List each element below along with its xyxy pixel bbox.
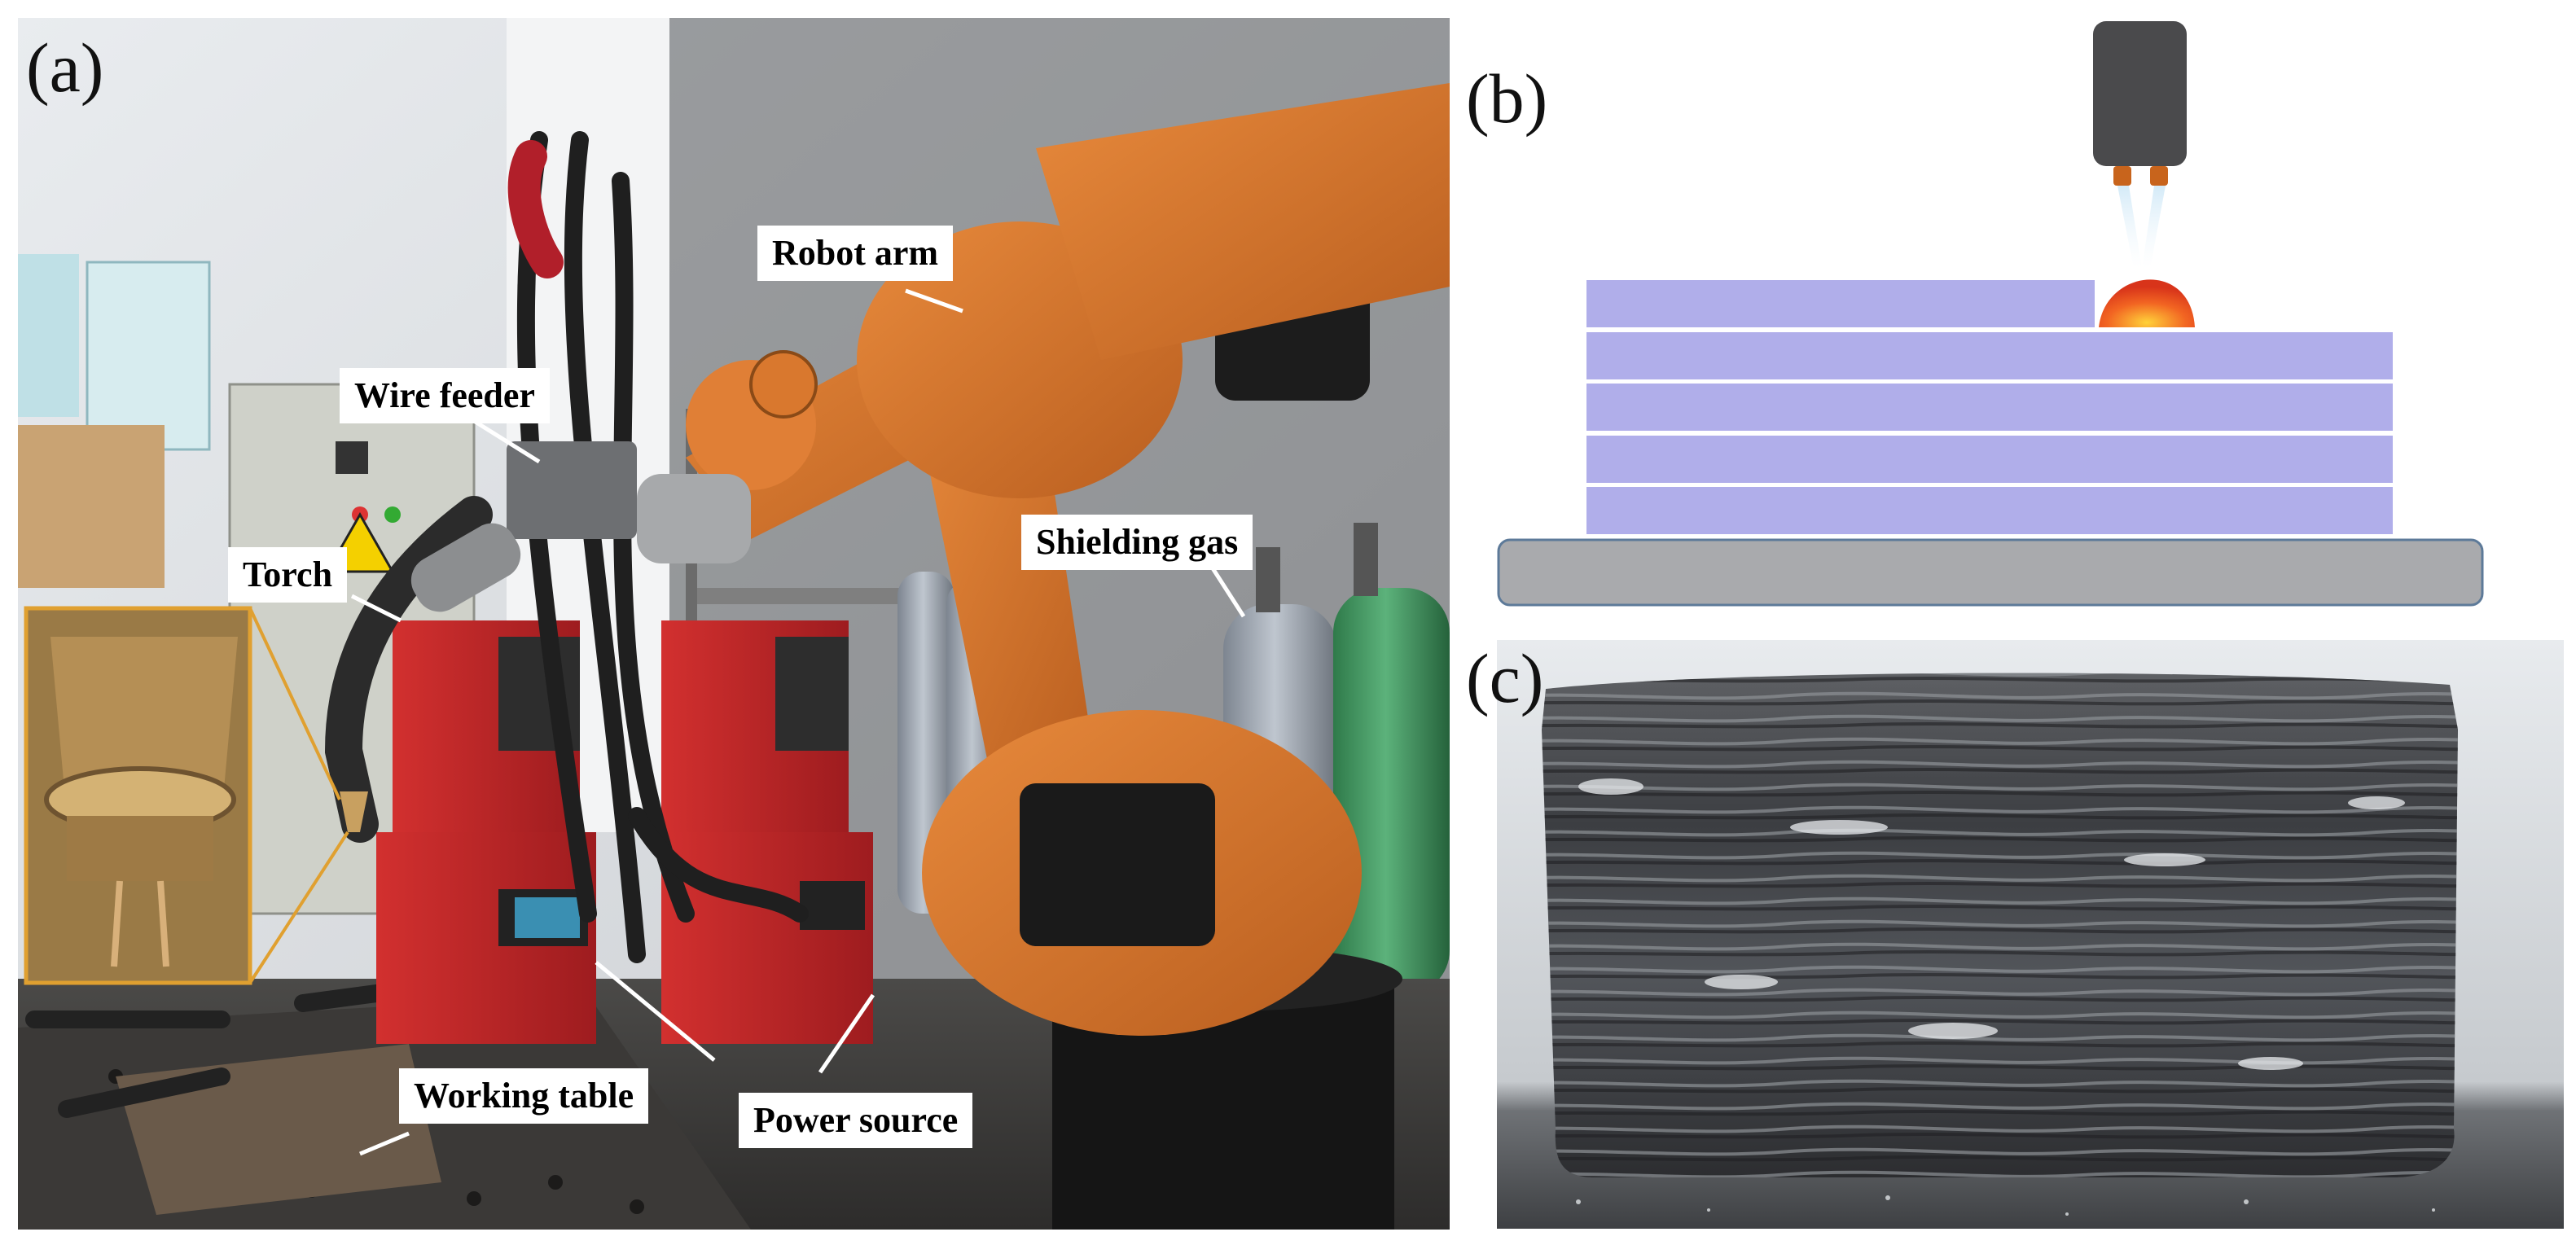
substrate-plate xyxy=(1497,538,2484,607)
layer-4 xyxy=(1586,332,2393,379)
layer-2 xyxy=(1586,436,2393,483)
robot-cell-scene xyxy=(18,18,1450,1230)
callout-shielding-gas: Shielding gas xyxy=(1021,515,1253,571)
panel-a-photo: (a) Robot arm Wire feeder Torch Shieldin… xyxy=(18,18,1450,1230)
callout-power-source: Power source xyxy=(739,1093,973,1149)
callout-working-table: Working table xyxy=(399,1068,649,1124)
panel-c-label: (c) xyxy=(1466,639,1544,717)
torch-nozzle-right xyxy=(2150,166,2168,186)
layer-1 xyxy=(1586,487,2393,534)
callout-robot-arm: Robot arm xyxy=(757,226,954,282)
panel-b-label: (b) xyxy=(1466,59,1548,138)
layer-top-partial xyxy=(1586,280,2095,327)
torch-nozzle-left xyxy=(2113,166,2131,186)
melt-pool xyxy=(2099,279,2195,327)
printed-wall-image xyxy=(1497,640,2564,1229)
layer-3 xyxy=(1586,384,2393,431)
torch-body xyxy=(2093,21,2187,166)
callout-wire-feeder: Wire feeder xyxy=(340,368,550,424)
callout-torch: Torch xyxy=(228,547,348,603)
panel-c-photo xyxy=(1497,640,2564,1229)
panel-a-label: (a) xyxy=(26,28,104,107)
arc-plasma xyxy=(2117,186,2142,269)
